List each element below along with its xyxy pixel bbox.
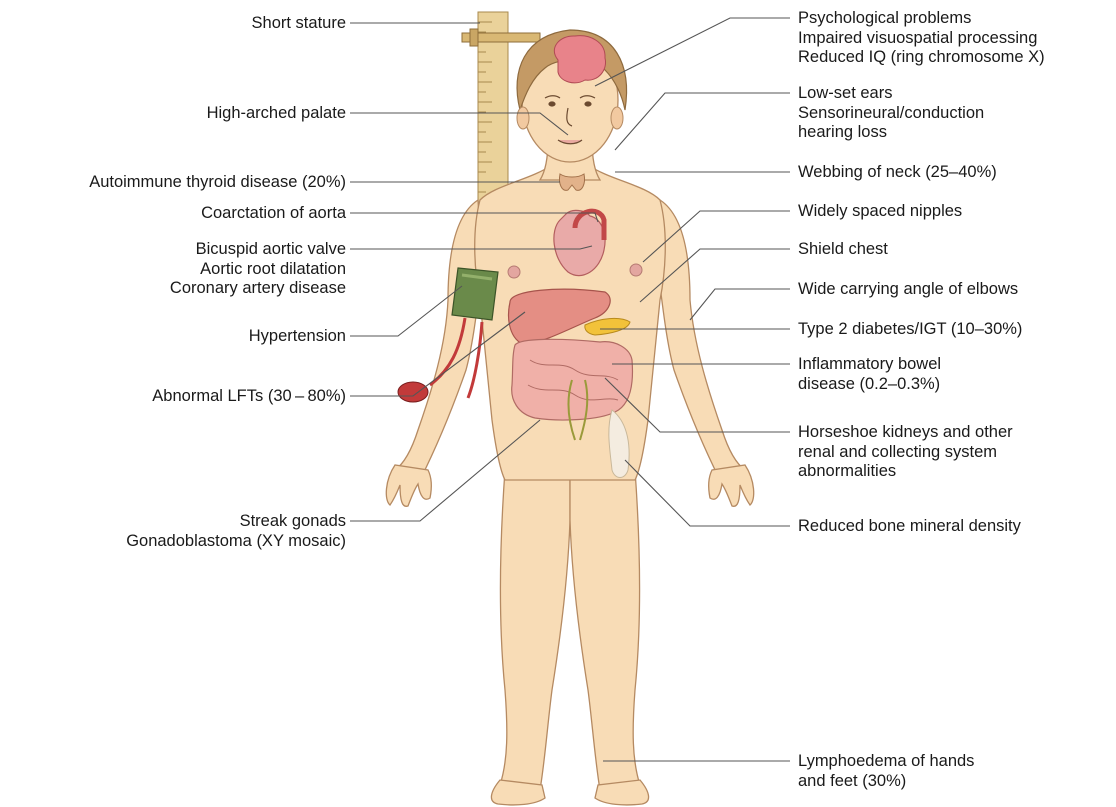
- right-ear: [611, 107, 623, 129]
- label-text: Widely spaced nipples: [798, 202, 962, 222]
- left-nipple: [508, 266, 520, 278]
- label-gonads: Streak gonads Gonadoblastoma (XY mosaic): [126, 512, 346, 551]
- label-line: Streak gonads: [126, 512, 346, 532]
- label-line: Inflammatory bowel: [798, 355, 941, 375]
- right-arm: [658, 200, 745, 480]
- label-text: Reduced bone mineral density: [798, 517, 1021, 537]
- left-hand: [386, 465, 431, 506]
- intestines: [512, 339, 633, 420]
- bp-bulb: [398, 382, 428, 402]
- label-line: Lymphoedema of hands: [798, 752, 974, 772]
- label-text: Wide carrying angle of elbows: [798, 280, 1018, 300]
- label-line: Low-set ears: [798, 84, 984, 104]
- label-line: Impaired visuospatial processing: [798, 29, 1045, 49]
- label-text: Coarctation of aorta: [201, 204, 346, 224]
- label-line: Psychological problems: [798, 9, 1045, 29]
- right-nipple: [630, 264, 642, 276]
- left-ear: [517, 107, 529, 129]
- label-text: Autoimmune thyroid disease (20%): [89, 173, 346, 193]
- label-cardiac: Bicuspid aortic valve Aortic root dilata…: [170, 240, 346, 299]
- label-autoimmune-thyroid: Autoimmune thyroid disease (20%): [89, 173, 346, 193]
- label-text: High-arched palate: [207, 104, 346, 124]
- label-ears: Low-set ears Sensorineural/conduction he…: [798, 84, 984, 143]
- label-line: disease (0.2–0.3%): [798, 375, 941, 395]
- label-line: Sensorineural/conduction: [798, 104, 984, 124]
- label-text: Shield chest: [798, 240, 888, 260]
- label-lymphoedema: Lymphoedema of hands and feet (30%): [798, 752, 974, 791]
- label-ibd: Inflammatory bowel disease (0.2–0.3%): [798, 355, 941, 394]
- label-short-stature: Short stature: [252, 14, 346, 34]
- label-line: Bicuspid aortic valve: [170, 240, 346, 260]
- label-kidneys: Horseshoe kidneys and other renal and co…: [798, 423, 1013, 482]
- label-line: abnormalities: [798, 462, 1013, 482]
- label-line: renal and collecting system: [798, 443, 1013, 463]
- left-arm: [395, 200, 482, 480]
- label-text: Abnormal LFTs (30 – 80%): [152, 387, 346, 407]
- label-nipples: Widely spaced nipples: [798, 202, 962, 222]
- label-high-arched-palate: High-arched palate: [207, 104, 346, 124]
- label-text: Hypertension: [249, 327, 346, 347]
- label-webbing: Webbing of neck (25–40%): [798, 163, 997, 183]
- label-text: Short stature: [252, 14, 346, 34]
- label-diabetes: Type 2 diabetes/IGT (10–30%): [798, 320, 1022, 340]
- right-leg: [570, 470, 640, 790]
- label-hypertension: Hypertension: [249, 327, 346, 347]
- label-shield-chest: Shield chest: [798, 240, 888, 260]
- label-line: hearing loss: [798, 123, 984, 143]
- label-line: Coronary artery disease: [170, 279, 346, 299]
- label-line: Gonadoblastoma (XY mosaic): [126, 532, 346, 552]
- label-line: and feet (30%): [798, 772, 974, 792]
- left-leg: [500, 470, 570, 790]
- label-elbows: Wide carrying angle of elbows: [798, 280, 1018, 300]
- right-hand: [709, 465, 754, 506]
- label-line: Aortic root dilatation: [170, 260, 346, 280]
- label-abnormal-lfts: Abnormal LFTs (30 – 80%): [152, 387, 346, 407]
- label-bone-density: Reduced bone mineral density: [798, 517, 1021, 537]
- label-line: Reduced IQ (ring chromosome X): [798, 48, 1045, 68]
- brain: [554, 36, 605, 83]
- label-text: Type 2 diabetes/IGT (10–30%): [798, 320, 1022, 340]
- label-line: Horseshoe kidneys and other: [798, 423, 1013, 443]
- label-text: Webbing of neck (25–40%): [798, 163, 997, 183]
- label-psychological: Psychological problems Impaired visuospa…: [798, 9, 1045, 68]
- label-coarctation: Coarctation of aorta: [201, 204, 346, 224]
